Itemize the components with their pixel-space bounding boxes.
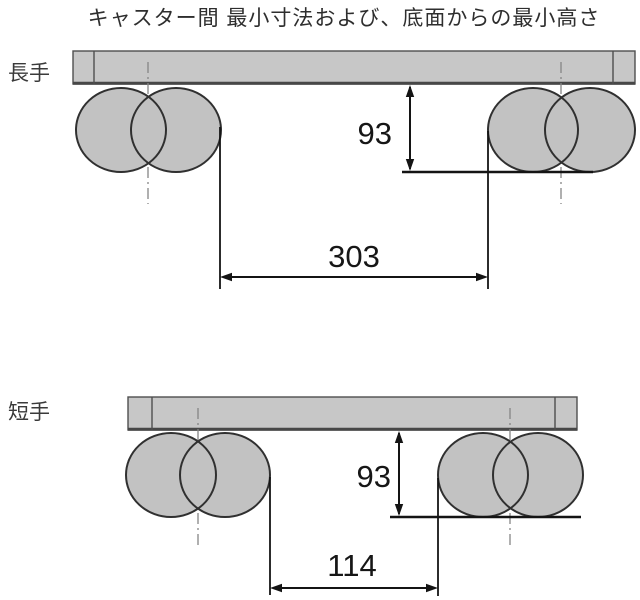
arrow-down-icon [405, 159, 415, 171]
page-title: キャスター間 最小寸法および、底面からの最小高さ [88, 7, 601, 30]
dimension-value-span: 114 [327, 548, 376, 583]
dimension-span: 114 [269, 477, 439, 596]
caster-wheel [180, 433, 270, 517]
dimension-span: 303 [219, 127, 489, 289]
arrow-left-icon [270, 583, 282, 593]
left-caster-wheels [125, 432, 271, 518]
dimension-value-height: 93 [357, 459, 391, 494]
caster-wheel-rim [75, 87, 167, 173]
left-caster-wheels [75, 87, 222, 173]
right-caster-wheels [437, 432, 584, 518]
caster-wheel-rim [179, 432, 271, 518]
short-side-label: 短手 [8, 401, 50, 424]
caster-wheel-rim [130, 87, 222, 173]
long-side-plate [72, 50, 636, 85]
short-side-plate [127, 396, 578, 431]
right-caster-wheels [487, 87, 636, 173]
dimension-height: 93 [358, 85, 415, 171]
diagram-long-side: 長手 [8, 50, 636, 289]
arrow-left-icon [220, 272, 232, 282]
arrow-right-icon [476, 272, 488, 282]
long-side-label: 長手 [8, 62, 50, 85]
arrow-up-icon [405, 85, 415, 97]
arrow-up-icon [394, 431, 404, 443]
caster-wheel [131, 88, 221, 172]
arrow-down-icon [394, 504, 404, 516]
dimension-value-span: 303 [328, 239, 380, 274]
dimension-height: 93 [357, 431, 404, 516]
caster-wheel-rim [125, 432, 217, 518]
arrow-right-icon [426, 583, 438, 593]
dimension-value-height: 93 [358, 116, 392, 151]
diagram-short-side: 短手 [8, 396, 584, 596]
caster-wheel [493, 433, 583, 517]
caster-wheel [545, 88, 635, 172]
